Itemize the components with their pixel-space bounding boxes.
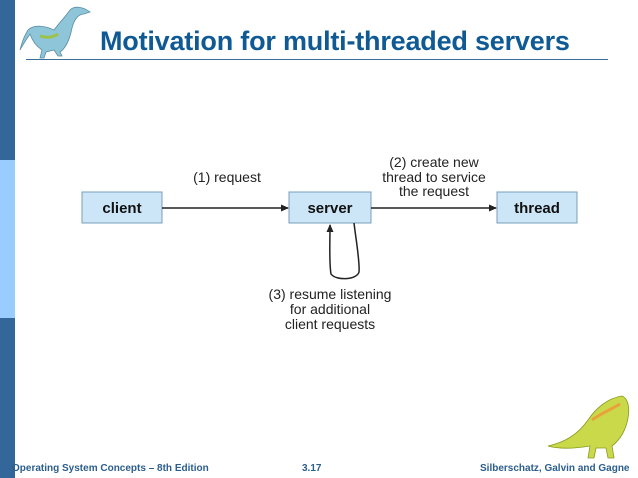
- dinosaur-footer-icon: [547, 395, 630, 459]
- footer-authors: Silberschatz, Galvin and Gagne: [480, 463, 630, 474]
- resume-loop-arrow: [326, 222, 360, 280]
- server-label: server: [307, 200, 352, 217]
- slide-title: Motivation for multi-threaded servers: [100, 26, 570, 56]
- footer-book-title: Operating System Concepts – 8th Edition: [12, 463, 209, 474]
- resume-label-line3: client requests: [285, 316, 375, 332]
- create-thread-label-line2: thread to service: [382, 169, 486, 185]
- resume-label-line1: (3) resume listening: [269, 286, 392, 302]
- resume-label-line2: for additional: [290, 301, 370, 317]
- footer-page-number: 3.17: [302, 463, 322, 474]
- thread-node: [496, 191, 578, 224]
- title-underline: [26, 59, 608, 60]
- sidebar-accent: [0, 160, 15, 318]
- client-label: client: [102, 200, 141, 217]
- client-node: [81, 191, 163, 224]
- create-thread-label-line1: (2) create new: [389, 154, 479, 170]
- request-label: (1) request: [193, 169, 261, 185]
- create-thread-label-line3: the request: [399, 183, 469, 199]
- dinosaur-logo-icon: [19, 6, 91, 59]
- thread-label: thread: [514, 200, 560, 217]
